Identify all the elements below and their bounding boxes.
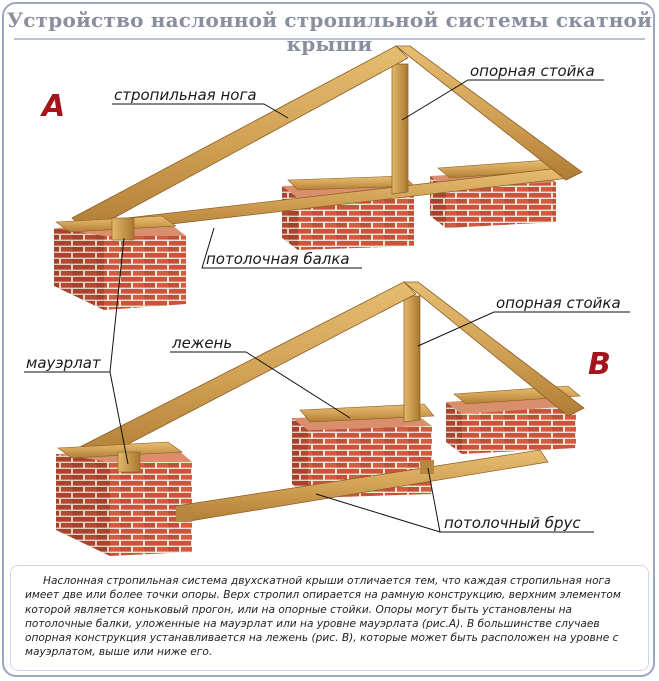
label-rafter-leg: стропильная нога [114, 86, 257, 104]
figure-letter-b: B [588, 347, 611, 382]
leader-support-post-a [401, 79, 604, 121]
figure-b [56, 281, 585, 556]
label-mauerlat: мауэрлат [26, 354, 102, 372]
leader-rafter-leg [112, 103, 289, 119]
support-post-a [391, 63, 409, 195]
leader-lezhen [170, 351, 351, 419]
lezhen-b [299, 403, 435, 423]
roof-diagram: A B стропильная нога опорная стойка пото… [24, 45, 630, 556]
rafter-end-b [117, 451, 141, 473]
label-ceiling-bar: потолочный брус [444, 514, 581, 532]
figure-caption: Наслонная стропильная система двухскатно… [10, 565, 649, 671]
label-lezhen: лежень [171, 334, 232, 352]
brick-wall-b-right [446, 394, 576, 454]
leader-ceiling-beam [201, 227, 362, 269]
label-ceiling-beam: потолочная балка [206, 250, 350, 268]
bar-end-b-right [420, 460, 434, 474]
label-support-post-b: опорная стойка [496, 294, 621, 312]
support-post-b [403, 295, 421, 423]
beam-end-a [111, 217, 135, 241]
label-support-post-a: опорная стойка [470, 62, 595, 80]
leader-mauerlat-2 [109, 371, 129, 465]
title-divider [14, 38, 645, 40]
leader-support-post-b [417, 311, 630, 347]
figure-a [54, 45, 583, 310]
rafter-a-right [394, 45, 583, 181]
leader-lines [24, 79, 630, 533]
mauerlat-b-left [57, 441, 183, 459]
leader-ceiling-bar-2 [427, 467, 441, 533]
figure-title: Устройство наслонной стропильной системы… [6, 8, 653, 56]
bar-end-b-left [176, 506, 192, 522]
figure-letter-a: A [40, 89, 65, 124]
rafter-b-right [402, 281, 585, 417]
